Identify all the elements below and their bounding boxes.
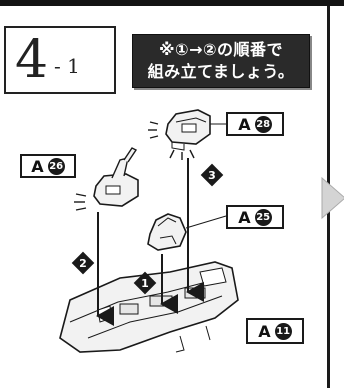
sequence-marker-1: 1 xyxy=(133,271,157,295)
sequence-number-1: 1 xyxy=(141,276,149,290)
step-number-box: 4 - 1 xyxy=(4,26,116,94)
step-major-number: 4 xyxy=(15,30,49,90)
note-line-1: ※①→②の順番で xyxy=(158,40,284,59)
note-line-2: 組み立てましょう。 xyxy=(147,62,295,81)
label-a28-number: 28 xyxy=(254,115,272,133)
part-a26 xyxy=(74,147,139,211)
label-a25: A 25 xyxy=(226,205,284,229)
part-a25 xyxy=(147,213,187,251)
label-a28: A 28 xyxy=(226,112,284,136)
label-a26-letter: A xyxy=(31,156,44,176)
label-a25-number: 25 xyxy=(254,208,272,226)
top-border xyxy=(0,0,344,6)
sequence-number-3: 3 xyxy=(208,168,216,182)
sequence-number-2: 2 xyxy=(79,256,87,270)
label-a26-number: 26 xyxy=(47,157,65,175)
label-a11-number: 11 xyxy=(274,322,292,340)
sequence-marker-2: 2 xyxy=(71,251,95,275)
step-minor-number: - 1 xyxy=(54,54,80,78)
sequence-marker-3: 3 xyxy=(200,163,224,187)
label-a25-letter: A xyxy=(238,207,251,227)
label-a11: A 11 xyxy=(246,318,304,344)
part-a28 xyxy=(148,109,211,160)
label-a28-letter: A xyxy=(238,114,251,134)
assembly-order-note: ※①→②の順番で 組み立てましょう。 xyxy=(132,34,310,88)
label-a11-letter: A xyxy=(258,321,271,341)
leader-a25 xyxy=(185,215,227,229)
label-a26: A 26 xyxy=(20,154,76,178)
next-step-arrow xyxy=(321,176,344,220)
